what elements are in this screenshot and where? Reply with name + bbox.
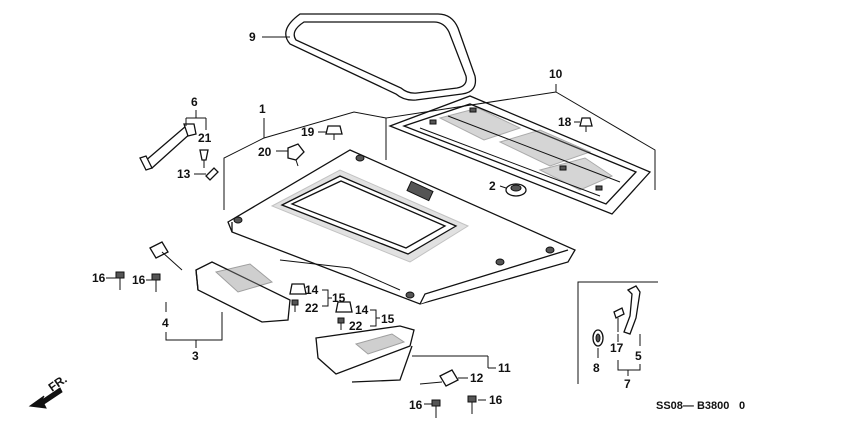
clip-14a-icon [289,283,307,295]
callout-18: 18 [558,115,572,129]
sunroof-seal [285,13,477,101]
diagram-code-suffix: 0 [739,400,745,412]
callout-21: 21 [198,131,212,145]
clip-20-icon [287,143,305,167]
bolt-16b-icon [151,273,161,292]
direction-label: FR. [46,372,70,395]
screw-22a-icon [291,299,299,312]
callout-16c: 16 [409,398,423,412]
callout-7: 7 [624,377,631,391]
callout-14b: 14 [355,303,369,317]
callout-6: 6 [191,95,198,109]
callout-17: 17 [610,341,624,355]
callout-14a: 14 [305,283,319,297]
callout-5: 5 [635,349,642,363]
callout-13: 13 [177,167,191,181]
callout-2: 2 [489,179,496,193]
cap-8-icon [592,329,604,347]
callout-16b: 16 [132,273,146,287]
callout-12: 12 [470,371,484,385]
callout-15b: 15 [381,312,395,326]
callout-4: 4 [162,316,169,330]
bolt-16d-icon [467,395,477,414]
inset-box [577,281,658,384]
callout-16d: 16 [489,393,503,407]
clip-18-icon [579,117,593,132]
screw-21-icon [199,149,209,168]
sunvisor-left [195,261,291,323]
headliner [227,149,576,305]
callout-16a: 16 [92,271,106,285]
diagram-code: SS08— B3800 [656,400,729,412]
callout-19: 19 [301,125,315,139]
callout-3: 3 [192,349,199,363]
grommet-2-icon [505,183,527,197]
rear-grab-handle [623,285,641,335]
screw-17-icon [613,307,625,332]
callout-11: 11 [498,361,511,375]
sunvisor-right [315,325,415,383]
clip-14b-icon [335,301,353,313]
front-direction-arrow-icon [28,387,63,409]
visor-hinge-left [149,241,183,271]
callout-20: 20 [258,145,272,159]
rear-tray-panel [388,95,652,215]
callout-22b: 22 [349,319,363,333]
callout-22a: 22 [305,301,319,315]
cap-13-icon [205,167,219,181]
grab-handle-left [139,123,197,171]
screw-22b-icon [337,317,345,330]
callout-1: 1 [259,102,266,116]
callout-8: 8 [593,361,600,375]
clip-19-icon [325,125,343,140]
callout-9: 9 [249,30,256,44]
callout-10: 10 [549,67,563,81]
visor-hinge-right [419,369,459,387]
bolt-16a-icon [115,271,125,290]
bolt-16c-icon [431,399,441,418]
